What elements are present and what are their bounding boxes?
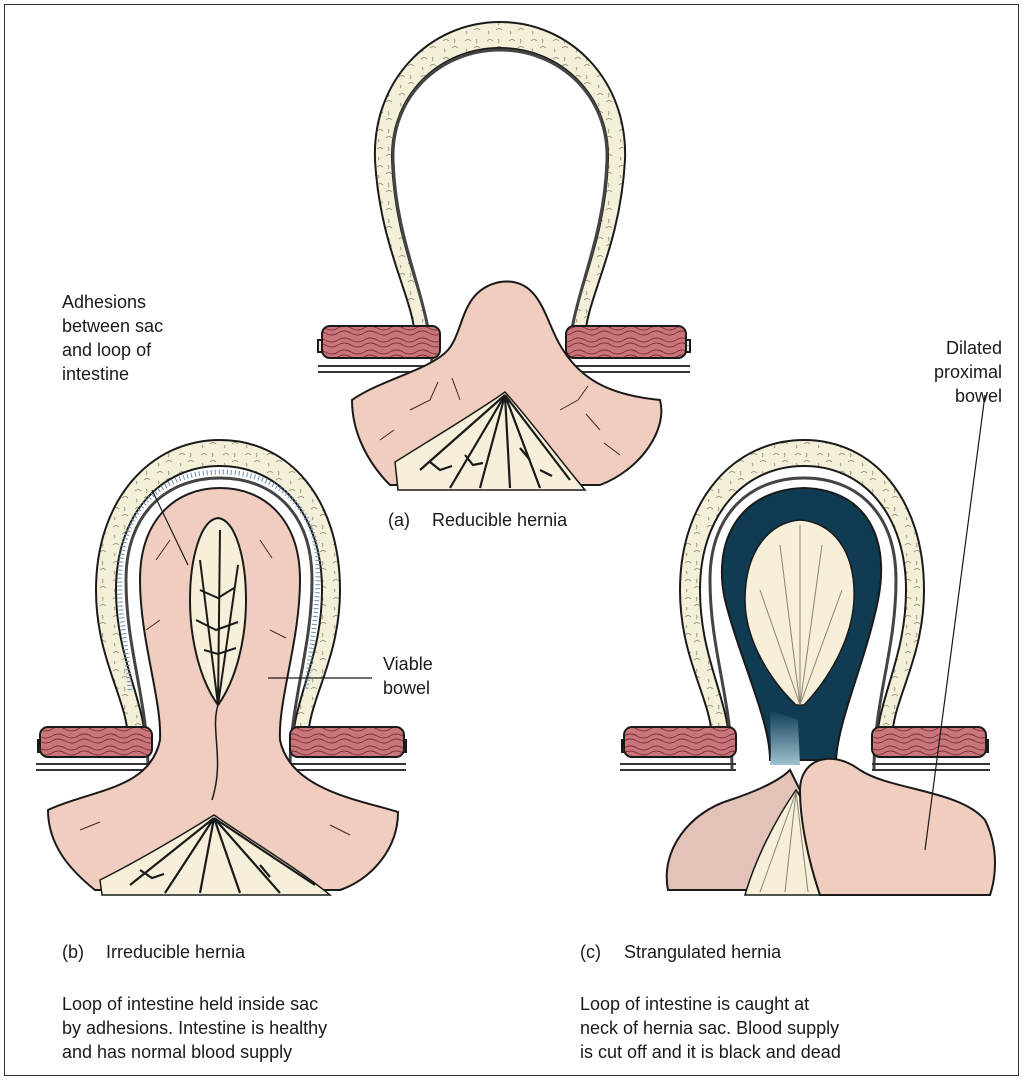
- viable-bowel-label: Viable bowel: [383, 652, 433, 700]
- panel-c-illustration: [620, 440, 995, 895]
- panel-b-letter: (b): [62, 942, 106, 963]
- panel-c-caption: (c)Strangulated hernia: [580, 942, 781, 963]
- panel-b-title: Irreducible hernia: [106, 942, 245, 962]
- panel-c-title: Strangulated hernia: [624, 942, 781, 962]
- panel-c-dilated-bowel: [800, 759, 995, 895]
- panel-c-muscle-right: [872, 727, 986, 757]
- panel-a-title: Reducible hernia: [432, 510, 567, 530]
- panel-b-muscle-right: [290, 727, 404, 757]
- panel-b-description: Loop of intestine held inside sac by adh…: [62, 992, 327, 1064]
- panel-b-caption: (b)Irreducible hernia: [62, 942, 245, 963]
- panel-b-muscle-left: [40, 727, 152, 757]
- panel-b-illustration: [36, 440, 406, 895]
- panel-a-illustration: [318, 22, 690, 490]
- dilated-leader-line: [925, 395, 985, 850]
- panel-a-muscle-right: [566, 326, 686, 358]
- adhesions-label: Adhesions between sac and loop of intest…: [62, 290, 163, 386]
- panel-c-description: Loop of intestine is caught at neck of h…: [580, 992, 841, 1064]
- panel-a-letter: (a): [388, 510, 432, 531]
- panel-a-muscle-left: [322, 326, 440, 358]
- panel-a-caption: (a)Reducible hernia: [388, 510, 567, 531]
- dilated-bowel-label: Dilated proximal bowel: [934, 336, 1002, 408]
- panel-c-letter: (c): [580, 942, 624, 963]
- panel-c-muscle-left: [624, 727, 736, 757]
